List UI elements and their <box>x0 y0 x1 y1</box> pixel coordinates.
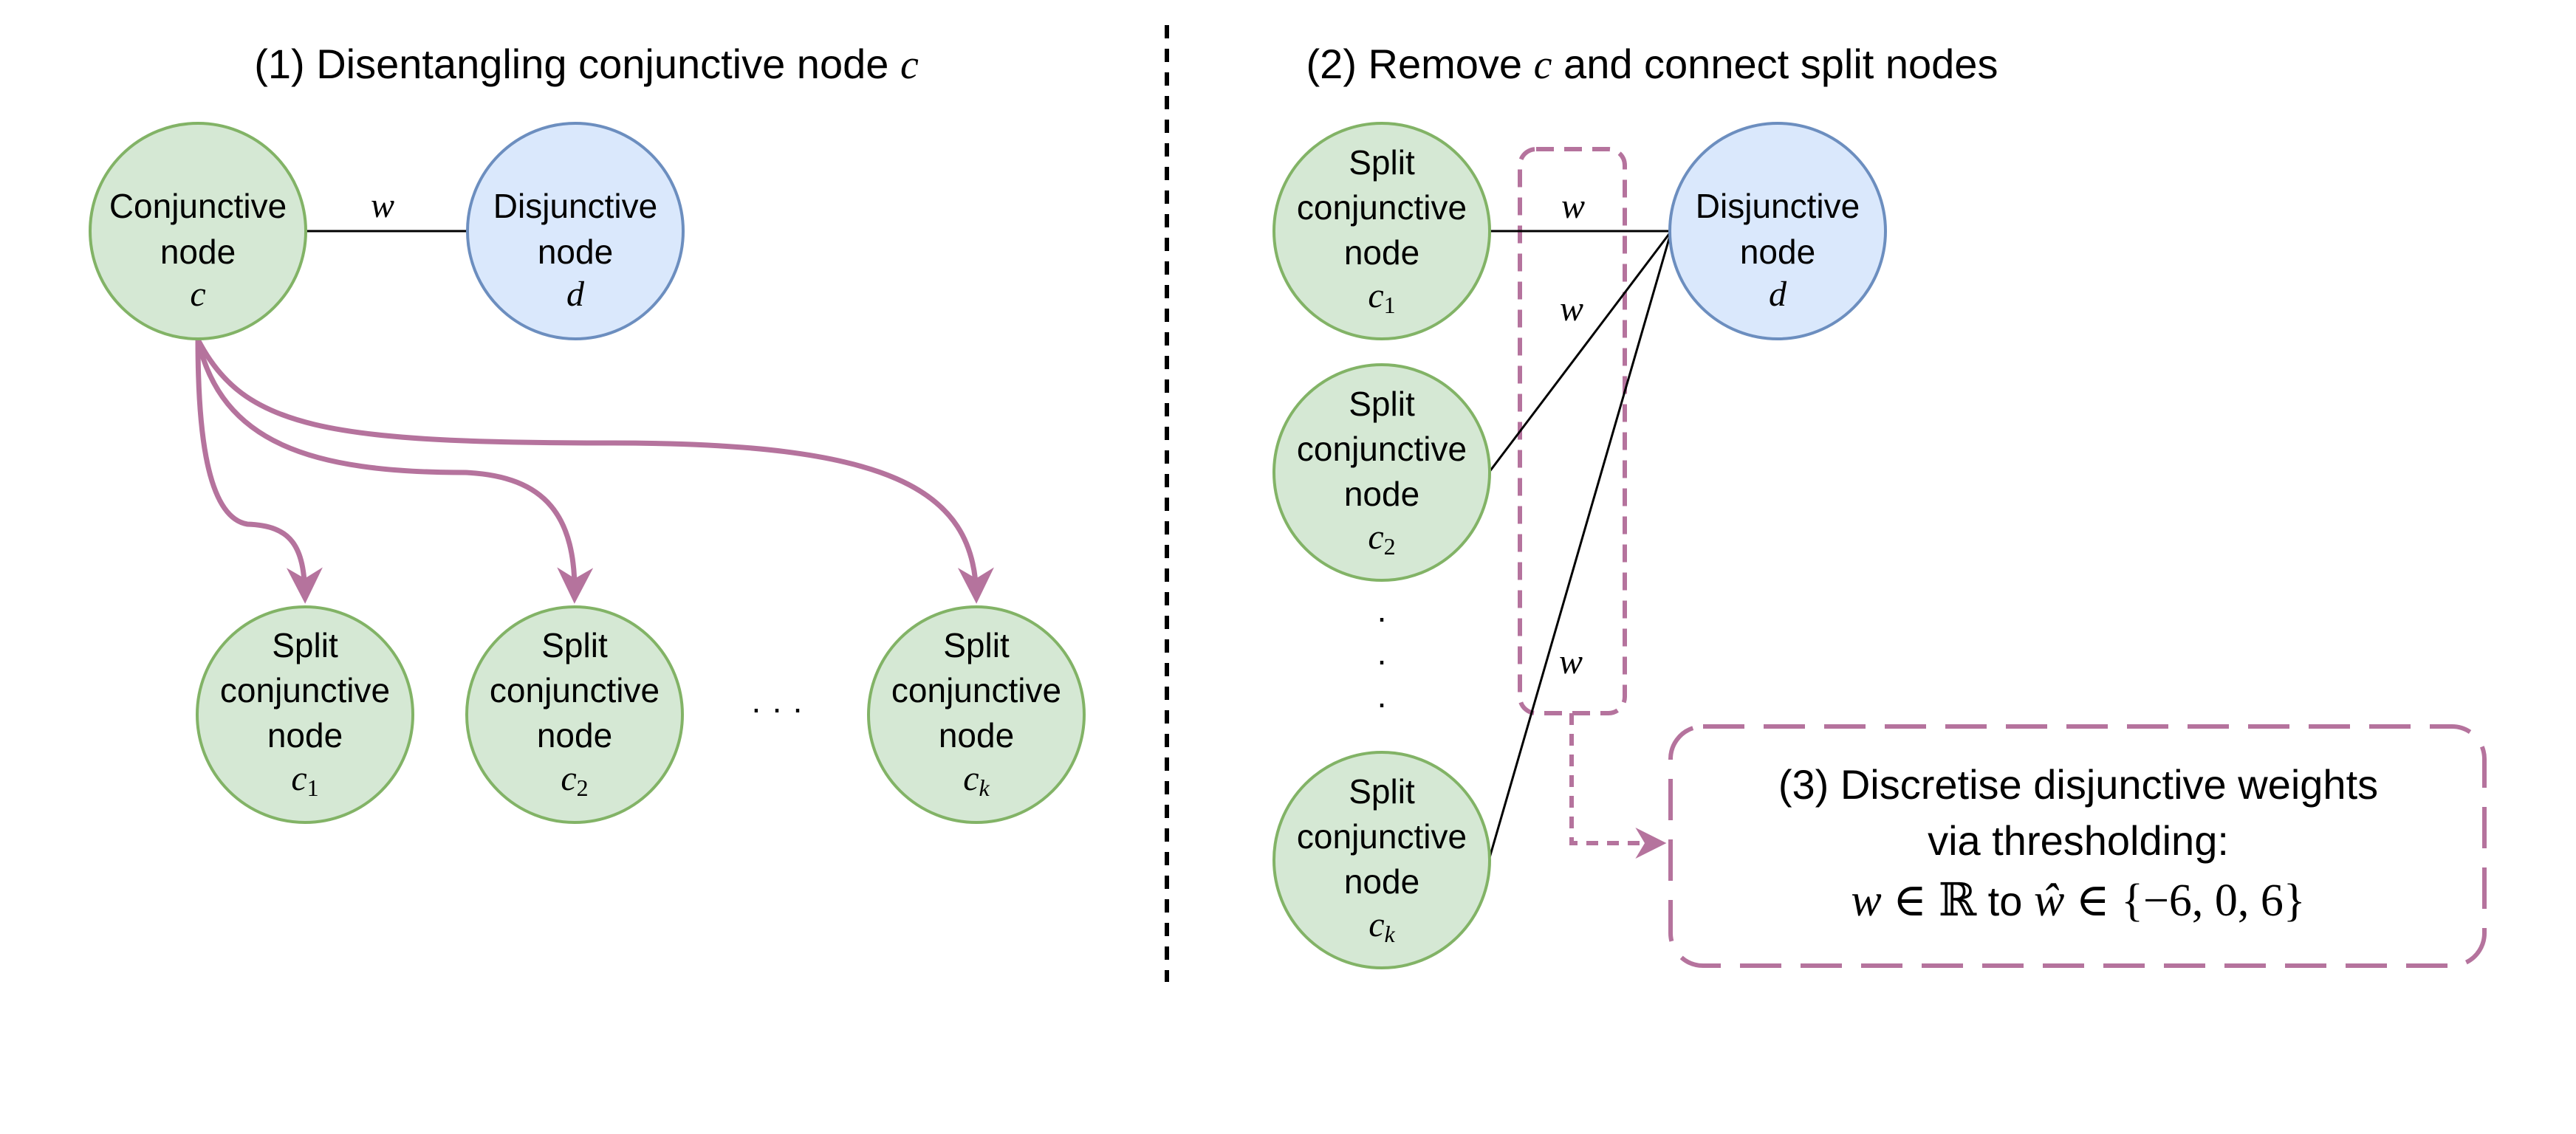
edge-label-w-1: w <box>1561 187 1585 226</box>
split-arrow-ck <box>195 338 994 604</box>
panel-1-title: (1) Disentangling conjunctive node c <box>254 41 919 88</box>
arrow-to-discretise <box>1569 713 1667 859</box>
panel-2-title: (2) Remove c and connect split nodes <box>1306 41 1998 88</box>
edge-weight-group-box <box>1518 147 1627 715</box>
split-node-c1: Split conjunctive node c1 <box>196 605 414 824</box>
split-node-ck: Split conjunctive node ck <box>867 605 1086 824</box>
edge-label-w: w <box>371 186 394 225</box>
svg-text:Disjunctive: Disjunctive <box>1696 187 1860 225</box>
svg-text:node: node <box>939 716 1014 755</box>
edge-label-w-2: w <box>1560 289 1583 329</box>
panel-3: (3) Discretise disjunctive weights via t… <box>1668 724 2487 968</box>
svg-text:node: node <box>1344 475 1419 513</box>
ellipsis-horizontal: · · · <box>750 689 804 727</box>
svg-text:conjunctive: conjunctive <box>490 671 660 709</box>
svg-text:conjunctive: conjunctive <box>220 671 390 709</box>
svg-text:c1: c1 <box>1368 276 1395 318</box>
svg-text:c: c <box>190 275 205 314</box>
edge-label-w-3: w <box>1559 642 1583 681</box>
svg-text:node: node <box>538 233 613 271</box>
svg-text:Split: Split <box>1349 772 1415 811</box>
svg-text:Disjunctive: Disjunctive <box>493 187 657 225</box>
svg-text:Conjunctive: Conjunctive <box>109 187 287 225</box>
svg-text:·: · <box>1376 684 1387 722</box>
panel-2: (2) Remove c and connect split nodes w w… <box>1272 41 1998 969</box>
conjunctive-node-c: Conjunctive node c <box>89 122 307 340</box>
svg-text:d: d <box>566 275 585 314</box>
svg-text:node: node <box>267 716 343 755</box>
svg-text:c2: c2 <box>561 759 588 801</box>
split-node-c1-right: Split conjunctive node c1 <box>1272 122 1491 340</box>
discretise-formula: w ∈ ℝ to ŵ ∈ {−6, 0, 6} <box>1851 876 2305 926</box>
split-arrow-c2 <box>195 339 594 604</box>
discretise-box <box>1668 724 2487 968</box>
svg-text:d: d <box>1769 275 1787 314</box>
split-arrow-c1 <box>195 339 323 604</box>
svg-text:conjunctive: conjunctive <box>891 671 1061 709</box>
svg-text:Split: Split <box>1349 385 1415 423</box>
panel-1: (1) Disentangling conjunctive node c w C… <box>89 41 1086 824</box>
disjunctive-node-d-right: Disjunctive node d <box>1668 122 1887 340</box>
svg-text:node: node <box>160 233 236 271</box>
split-node-ck-right: Split conjunctive node ck <box>1272 751 1491 969</box>
svg-text:Split: Split <box>1349 143 1415 182</box>
vertical-ellipsis: · · · <box>1376 598 1387 722</box>
svg-text:c1: c1 <box>291 759 318 801</box>
disjunctive-node-d: Disjunctive node d <box>466 122 685 340</box>
svg-text:ck: ck <box>963 759 990 801</box>
edge-c2-d <box>1487 230 1673 473</box>
svg-text:node: node <box>1344 862 1419 901</box>
svg-text:node: node <box>1740 233 1815 271</box>
svg-text:ck: ck <box>1368 905 1395 947</box>
split-node-c2-right: Split conjunctive node c2 <box>1272 363 1491 582</box>
svg-text:conjunctive: conjunctive <box>1297 817 1467 856</box>
svg-text:conjunctive: conjunctive <box>1297 188 1467 227</box>
discretise-line-2: via thresholding: <box>1928 817 2229 864</box>
discretise-line-1: (3) Discretise disjunctive weights <box>1778 761 2378 808</box>
svg-text:Split: Split <box>943 626 1010 664</box>
svg-text:node: node <box>1344 233 1419 272</box>
svg-text:·: · <box>1376 641 1387 679</box>
svg-text:·: · <box>1376 598 1387 636</box>
split-node-c2: Split conjunctive node c2 <box>465 605 684 824</box>
svg-text:conjunctive: conjunctive <box>1297 430 1467 468</box>
svg-text:Split: Split <box>272 626 338 664</box>
svg-text:node: node <box>537 716 612 755</box>
svg-text:c2: c2 <box>1368 518 1395 560</box>
edge-ck-d <box>1487 230 1673 861</box>
svg-text:Split: Split <box>541 626 608 664</box>
